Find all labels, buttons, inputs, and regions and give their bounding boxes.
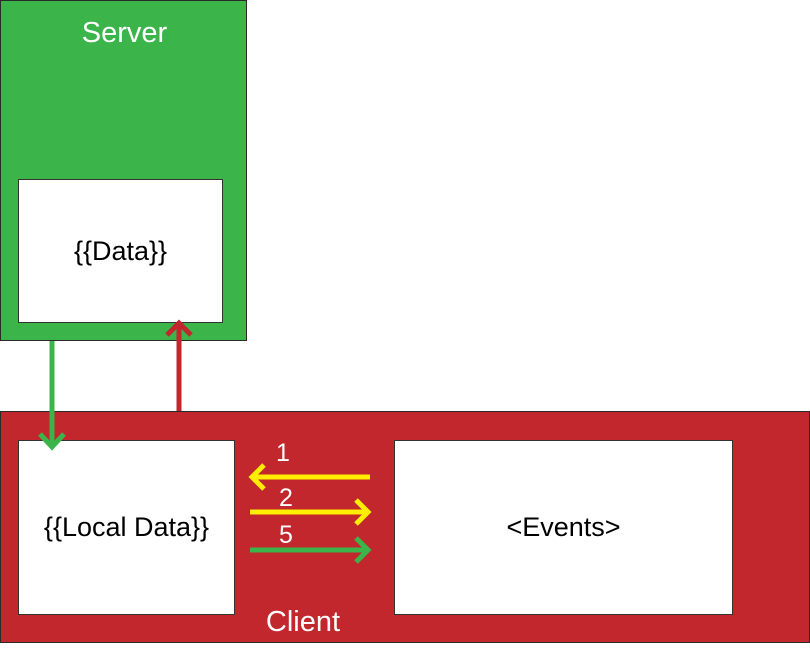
- server-title: Server: [81, 17, 168, 49]
- step-2-label: 2: [279, 484, 293, 512]
- local-data-label: {{Local Data}}: [43, 512, 210, 542]
- data-box: {{Data}}: [18, 179, 223, 323]
- step-1-label: 1: [276, 439, 290, 467]
- step-5-label: 5: [279, 521, 293, 549]
- events-box: <Events>: [394, 440, 733, 615]
- events-label: <Events>: [506, 512, 621, 542]
- client-title: Client: [265, 606, 341, 638]
- data-label: {{Data}}: [73, 235, 168, 266]
- local-data-box: {{Local Data}}: [18, 440, 235, 615]
